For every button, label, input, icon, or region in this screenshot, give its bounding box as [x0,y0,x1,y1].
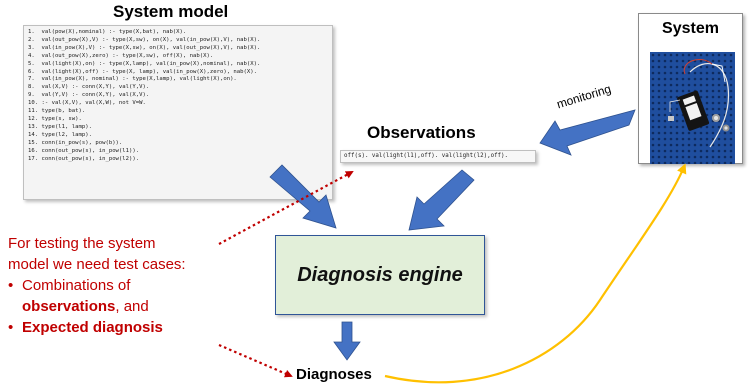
code-line: 16. conn(out_pow(s), in_pow(l1)). [28,147,140,154]
system-title: System [662,20,719,37]
note-bullet-1-continued: observations, and [8,296,278,317]
code-line: 4. val(out_pow(X),zero) :- type(X,sw), o… [28,52,214,59]
circuit-board-photo [650,52,735,164]
code-line: 11. type(b, bat). [28,108,86,115]
code-line: 17. conn(out_pow(s), in_pow(l2)). [28,155,140,162]
test-case-note: For testing the system model we need tes… [8,233,278,338]
note-bullet-2: • Expected diagnosis [8,317,278,338]
diagnosis-engine-box: Diagnosis engine [275,235,485,315]
system-panel: System [638,13,743,164]
bullet-icon: • [8,319,14,336]
diagnosis-engine-label: Diagnosis engine [297,263,463,286]
note-line-1: For testing the system [8,235,156,252]
diagnoses-label: Diagnoses [296,366,372,383]
code-line: 9. val(Y,V) :- conn(X,Y), val(X,V). [28,92,150,99]
code-line: 2. val(out_pow(X),V) :- type(X,sw), on(X… [28,36,261,43]
note-bullet-1-prefix: Combinations of [22,277,131,294]
note-bullet-1-bold: observations [22,298,116,315]
note-bullet-2-bold: Expected diagnosis [22,319,163,336]
code-line: 10. :- val(X,V), val(X,W), not V=W. [28,100,146,107]
arrow-engine-to-diagnoses [333,321,361,361]
observations-box: off(s). val(light(l1),off). val(light(l2… [340,150,536,163]
code-line: 8. val(X,V) :- conn(X,Y), val(Y,V). [28,84,150,91]
note-bullet-1-suffix: , and [115,298,149,315]
note-bullet-1: • Combinations of [8,275,278,296]
arrow-monitoring [539,109,636,156]
code-line: 1. val(pow(X),nominal) :- type(X,bat), n… [28,29,187,35]
system-model-title: System model [113,2,229,21]
curve-diagnoses-to-system [384,163,687,384]
code-line: 6. val(light(X),off) :- type(X, lamp), v… [28,68,258,75]
dotted-note-to-diagnoses [218,343,293,378]
code-line: 12. type(s, sw). [28,115,82,122]
note-line-2: model we need test cases: [8,256,186,273]
arrow-observations-to-engine [408,169,475,231]
code-line: 7. val(in_pow(X), nominal) :- type(X,lam… [28,76,237,83]
bullet-icon: • [8,277,14,294]
code-line: 13. type(l1, lamp). [28,123,92,130]
arrow-model-to-engine [269,164,337,229]
code-line: 5. val(light(X),on) :- type(X,lamp), val… [28,60,261,67]
code-line: 3. val(in_pow(X),V) :- type(X,sw), on(X)… [28,44,261,51]
code-line: 14. type(l2, lamp). [28,131,92,138]
code-line: 15. conn(in_pow(s), pow(b)). [28,139,123,146]
observations-title: Observations [367,123,476,142]
